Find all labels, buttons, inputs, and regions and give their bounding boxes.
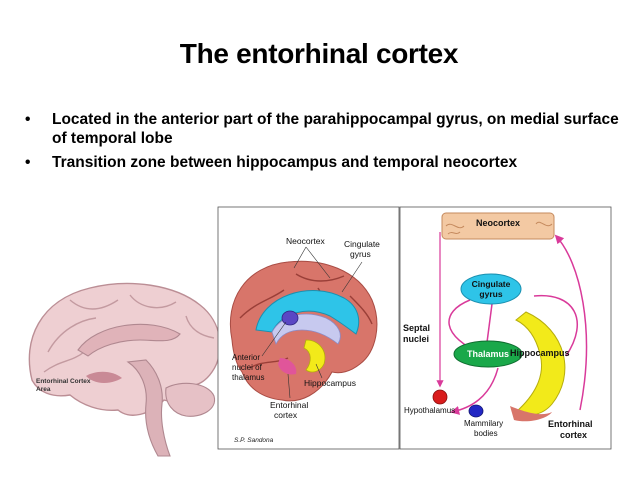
brain-outline [28,282,221,416]
bullet-item: • Transition zone between hippocampus and… [22,153,622,172]
entorhinal-area-label: Entorhinal Cortex [36,378,91,385]
entorhinal-label: Entorhinal [270,400,308,410]
anterior-nuclei-label: nuclei of [232,363,263,372]
neocortex-texture [445,221,553,235]
brainstem [126,359,171,457]
entorhinal-label: cortex [274,410,298,420]
right-panel: Neocortex Cingulate gyrus Septal nuclei … [399,206,612,450]
septal-label: Septal [403,323,430,333]
neocortex-node-label: Neocortex [476,218,520,228]
mammillary-node [468,404,484,418]
leader-lines [261,246,363,399]
entorhinal-node-label: cortex [560,430,587,440]
mammillary-label: Mammilary [464,419,503,428]
hypothalamus-label: Hypothalamus [404,406,455,415]
left-brain-illustration: Entorhinal Cortex Area [28,282,221,457]
thalamus-to-cingulate-line [485,303,493,351]
entorhinal-shape [278,358,297,375]
circuit-loop [449,294,578,412]
brain-gyri [43,294,215,373]
neocortex-box [441,212,555,240]
hypothalamus-node [432,389,448,405]
mammillary-label: bodies [474,429,498,438]
cingulate-node [460,273,522,305]
cingulate-node-label: gyrus [479,289,502,299]
cortex-folds [239,273,373,369]
middle-panel: Neocortex Cingulate gyrus Anterior nucle… [217,206,400,450]
bullet-list: • Located in the anterior part of the par… [22,110,622,177]
middle-panel-frame [217,206,400,450]
hippocampus-node-label: Hippocampus [510,348,570,358]
fornix-band [271,313,341,346]
bullet-dot: • [25,154,31,171]
thalamus-node-label: Thalamus [467,349,509,359]
entorhinal-area-label: Area [36,386,51,393]
cerebellum [165,382,216,417]
cingulate-label: Cingulate [344,239,380,249]
corpus-callosum [77,323,181,357]
slide-title: The entorhinal cortex [179,38,459,69]
cingulate-node-label: Cingulate [472,279,511,289]
bullet-text: Transition zone between hippocampus and … [52,154,518,171]
entorhinal-to-neocortex-arrow [554,234,588,411]
cingulate-label: gyrus [350,249,371,259]
hippocampus-shape [303,339,326,373]
bullet-dot: • [25,111,31,128]
right-panel-frame [399,206,612,450]
bullet-item: • Located in the anterior part of the par… [22,110,622,148]
septal-label: nuclei [403,334,429,344]
hippocampus-label: Hippocampus [304,378,356,388]
bullet-text: Located in the anterior part of the para… [52,111,619,147]
cortex-tissue [229,260,378,402]
hippocampus-node [515,311,566,416]
entorhinal-node-label: Entorhinal [548,419,593,429]
anterior-nuclei-label: Anterior [232,353,260,362]
entorhinal-area-highlight [86,371,122,383]
neocortex-label: Neocortex [286,236,325,246]
thalamus-shape [281,310,299,326]
thalamus-node [453,340,523,368]
cingulate-gyrus-shape [255,290,360,335]
entorhinal-node [510,406,552,422]
signature: S.P. Sandona [234,437,274,444]
anterior-nuclei-label: thalamus [232,373,264,382]
